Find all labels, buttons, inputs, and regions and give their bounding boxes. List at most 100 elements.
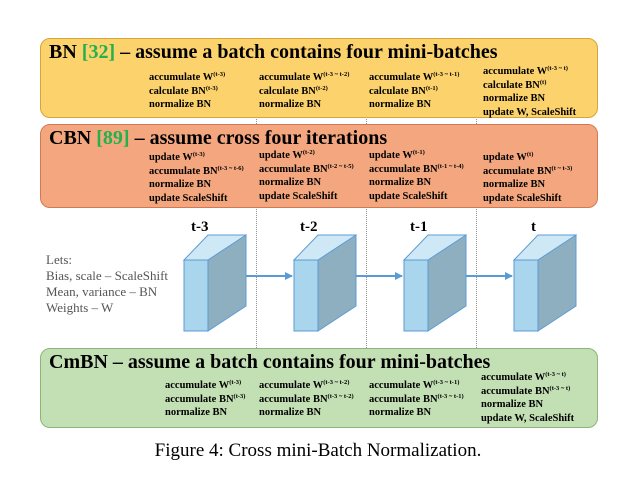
- operation-text: normalize BN: [481, 399, 544, 410]
- operation-line: accumulate W(t-3): [149, 71, 225, 85]
- operation-text: accumulate BN: [481, 385, 550, 397]
- operation-superscript: (t-3 ~ t): [549, 384, 571, 392]
- cbn-panel: CBN [89] – assume cross four iterations …: [40, 124, 598, 208]
- operation-superscript: (t-2): [315, 84, 328, 92]
- operation-line: accumulate BN(t-3 ~ t-2): [259, 393, 354, 407]
- operation-line: update ScaleShift: [149, 192, 244, 206]
- operation-line: update W(t-3): [149, 151, 244, 165]
- operation-text: accumulate W: [369, 380, 434, 391]
- operation-text: normalize BN: [259, 407, 322, 418]
- operation-line: normalize BN: [483, 178, 572, 192]
- cmbn-col-t-1: accumulate W(t-3 ~ t-1)accumulate BN(t-3…: [369, 379, 464, 420]
- operation-line: accumulate BN(t-3 ~ t): [481, 385, 574, 399]
- operation-line: update W, ScaleShift: [481, 412, 574, 426]
- lets-weights: Weights – W: [46, 300, 114, 315]
- cbn-ref: [89]: [96, 127, 130, 149]
- operation-text: accumulate W: [259, 380, 324, 391]
- operation-text: update W: [149, 152, 193, 163]
- operation-superscript: (t-3): [233, 392, 246, 400]
- operation-superscript: (t-3 ~ t-2): [323, 379, 350, 386]
- operation-superscript: (t-1): [425, 84, 438, 92]
- operation-line: accumulate BN(t-3 ~ t-1): [369, 393, 464, 407]
- cbn-col-t-3: update W(t-3)accumulate BN(t-3 ~ t-6)nor…: [149, 151, 244, 205]
- operation-text: normalize BN: [259, 99, 322, 110]
- time-label-t-2: t-2: [300, 219, 318, 235]
- column-divider: [476, 38, 477, 428]
- operation-superscript: (t-1): [412, 149, 425, 156]
- operation-superscript: (t): [539, 78, 547, 86]
- operation-text: normalize BN: [149, 99, 212, 110]
- operation-text: normalize BN: [149, 179, 212, 190]
- operation-text: calculate BN: [259, 85, 316, 97]
- operation-line: update ScaleShift: [259, 190, 354, 204]
- operation-line: accumulate BN(t-3): [165, 393, 245, 407]
- cmbn-title: CmBN – assume a batch contains four mini…: [49, 351, 491, 373]
- operation-text: accumulate W: [369, 72, 434, 83]
- operation-text: accumulate W: [259, 72, 324, 83]
- cmbn-panel: CmBN – assume a batch contains four mini…: [40, 348, 598, 428]
- legend-lets: Lets: Bias, scale – ScaleShift Mean, var…: [46, 252, 168, 316]
- operation-line: accumulate BN(t-2 ~ t-5): [259, 163, 354, 177]
- cbn-title-suffix: – assume cross four iterations: [129, 127, 388, 149]
- operation-line: accumulate W(t-3): [165, 379, 245, 393]
- cbn-title: CBN [89] – assume cross four iterations: [49, 127, 387, 150]
- bn-col-t-2: accumulate W(t-3 ~ t-2)calculate BN(t-2)…: [259, 71, 349, 112]
- bn-ref: [32]: [81, 41, 116, 63]
- operation-line: update ScaleShift: [369, 190, 464, 204]
- operation-text: accumulate W: [149, 72, 214, 83]
- column-divider: [366, 38, 367, 428]
- operation-text: accumulate BN: [369, 393, 438, 405]
- time-label-t: t: [531, 219, 536, 235]
- operation-text: calculate BN: [483, 79, 540, 91]
- operation-text: accumulate W: [481, 372, 546, 383]
- operation-line: normalize BN: [259, 406, 354, 420]
- operation-text: update ScaleShift: [483, 192, 562, 204]
- block-t-2: [292, 234, 358, 332]
- operation-text: normalize BN: [483, 93, 546, 104]
- bn-title: BN [32] – assume a batch contains four m…: [49, 41, 498, 64]
- operation-line: accumulate W(t-3 ~ t-2): [259, 71, 349, 85]
- operation-line: calculate BN(t-3): [149, 85, 225, 99]
- bn-col-t-1: accumulate W(t-3 ~ t-1)calculate BN(t-1)…: [369, 71, 459, 112]
- block-t-1: [402, 234, 468, 332]
- operation-text: update ScaleShift: [149, 192, 228, 204]
- operation-line: calculate BN(t-1): [369, 85, 459, 99]
- operation-line: normalize BN: [369, 176, 464, 190]
- operation-line: update W(t-1): [369, 149, 464, 163]
- operation-line: normalize BN: [369, 406, 464, 420]
- block-t-3: [182, 234, 248, 332]
- operation-text: accumulate BN: [149, 165, 218, 177]
- operation-superscript: (t-3 ~ t): [547, 65, 568, 72]
- bn-title-prefix: BN: [49, 41, 82, 63]
- cmbn-col-t: accumulate W(t-3 ~ t)accumulate BN(t-3 ~…: [481, 371, 574, 425]
- lets-heading: Lets:: [46, 252, 72, 267]
- cmbn-col-t-3: accumulate W(t-3)accumulate BN(t-3)norma…: [165, 379, 245, 420]
- operation-text: normalize BN: [483, 179, 546, 190]
- figure-caption: Figure 4: Cross mini-Batch Normalization…: [154, 440, 482, 461]
- operation-superscript: (t-3 ~ t-2): [323, 71, 350, 78]
- operation-line: calculate BN(t-2): [259, 85, 349, 99]
- operation-text: normalize BN: [369, 407, 432, 418]
- operation-line: accumulate W(t-3 ~ t): [483, 65, 576, 79]
- cbn-col-t-1: update W(t-1)accumulate BN(t-1 ~ t-4)nor…: [369, 149, 464, 203]
- operation-line: accumulate W(t-3 ~ t-1): [369, 379, 464, 393]
- operation-line: calculate BN(t): [483, 79, 576, 93]
- operation-line: accumulate W(t-3 ~ t): [481, 371, 574, 385]
- operation-superscript: (t-2): [302, 149, 315, 156]
- operation-text: normalize BN: [165, 407, 228, 418]
- operation-line: update W(t): [483, 151, 572, 165]
- bn-title-suffix: – assume a batch contains four mini-batc…: [115, 41, 498, 63]
- operation-line: normalize BN: [149, 98, 225, 112]
- block-t: [512, 234, 578, 332]
- operation-text: accumulate BN: [259, 163, 328, 175]
- operation-line: accumulate BN(t-3 ~ t-6): [149, 165, 244, 179]
- operation-superscript: (t-3 ~ t-2): [327, 392, 354, 400]
- operation-text: update W, ScaleShift: [483, 106, 577, 118]
- operation-text: update ScaleShift: [259, 190, 338, 202]
- operation-superscript: (t-3 ~ t-1): [437, 392, 464, 400]
- operation-line: accumulate BN(t-1 ~ t-4): [369, 163, 464, 177]
- bn-col-t: accumulate W(t-3 ~ t)calculate BN(t)norm…: [483, 65, 576, 119]
- operation-text: accumulate W: [483, 66, 548, 77]
- operation-line: update W, ScaleShift: [483, 106, 576, 120]
